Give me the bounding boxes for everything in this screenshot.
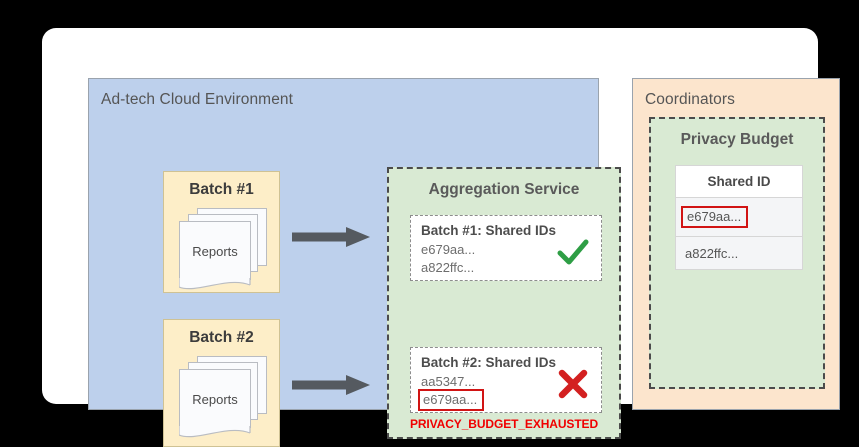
privacy-budget-error-text: PRIVACY_BUDGET_EXHAUSTED (409, 417, 599, 431)
batch-1-report-stack: Reports (179, 208, 267, 290)
shared-id-table: Shared ID e679aa... a822ffc... (675, 165, 803, 270)
table-row: a822ffc... (675, 236, 803, 270)
batch-2-label: Batch #2 (189, 329, 254, 346)
batch-1-id-1: a822ffc... (421, 260, 475, 275)
check-icon (557, 239, 589, 265)
batch-2-report-stack: Reports (179, 356, 267, 438)
document-wave-edge (179, 426, 251, 438)
batch-2-flagged-id: e679aa... (418, 389, 485, 411)
table-cell-shared-id-0: e679aa... (675, 197, 803, 237)
column-header-shared-id: Shared ID (675, 165, 803, 198)
batch-1-box: Batch #1 Reports (163, 171, 280, 293)
table-header-row: Shared ID (675, 165, 803, 198)
batch-1-id-0: e679aa... (421, 242, 476, 257)
adtech-panel-title: Ad-tech Cloud Environment (101, 91, 294, 108)
arrow-batch-2-to-aggregation (292, 375, 370, 395)
table-cell-shared-id-1: a822ffc... (675, 236, 803, 270)
batch-2-shared-ids-heading: Batch #2: Shared IDs (421, 355, 557, 370)
batch-1-shared-ids-box: Batch #1: Shared IDs e679aa... a822ffc..… (410, 215, 602, 281)
document-icon: Reports (179, 369, 251, 438)
batch-2-id-0: aa5347... (421, 374, 476, 389)
privacy-budget-box: Privacy Budget Shared ID e679aa... (649, 117, 825, 389)
flagged-shared-id: e679aa... (681, 206, 749, 228)
table-row: e679aa... (675, 197, 803, 237)
arrow-batch-1-to-aggregation (292, 227, 370, 247)
coordinators-panel: Coordinators Privacy Budget Shared ID e6… (632, 78, 840, 410)
batch-2-shared-ids-box: Batch #2: Shared IDs aa5347... e679aa... (410, 347, 602, 413)
document-wave-edge (179, 278, 251, 290)
privacy-budget-title: Privacy Budget (680, 131, 794, 148)
adtech-cloud-environment-panel: Ad-tech Cloud Environment Batch #1 Repor… (88, 78, 621, 447)
batch-2-doc-label: Reports (192, 392, 238, 407)
diagram-card: Ad-tech Cloud Environment Batch #1 Repor… (42, 28, 840, 447)
aggregation-service-title: Aggregation Service (428, 181, 580, 198)
aggregation-service-box: Aggregation Service Batch #1: Shared IDs… (387, 167, 621, 439)
batch-1-shared-ids-heading: Batch #1: Shared IDs (421, 223, 557, 238)
batch-1-doc-label: Reports (192, 244, 238, 259)
batch-2-box: Batch #2 Reports (163, 319, 280, 447)
coordinators-panel-title: Coordinators (645, 91, 735, 108)
cross-icon (558, 369, 588, 399)
batch-1-label: Batch #1 (189, 181, 254, 198)
document-icon: Reports (179, 221, 251, 290)
